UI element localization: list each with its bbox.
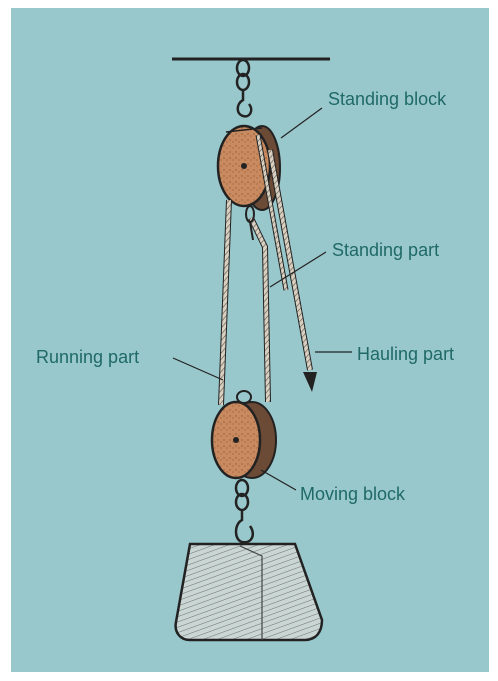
rope-hauling-part xyxy=(270,150,310,370)
bottom-hook xyxy=(236,480,253,542)
hauling-arrow xyxy=(303,372,317,392)
leader-standing-block xyxy=(281,108,322,138)
weight-block xyxy=(176,544,322,640)
rope-standing-part xyxy=(251,218,268,402)
top-hook xyxy=(237,60,251,116)
rope-running-part xyxy=(221,200,229,405)
leader-moving-block xyxy=(261,470,296,490)
label-standing-part: Standing part xyxy=(332,240,439,260)
label-hauling-part: Hauling part xyxy=(357,344,454,364)
leader-running-part xyxy=(173,358,223,380)
label-standing-block: Standing block xyxy=(328,89,446,109)
label-running-part: Running part xyxy=(36,347,139,367)
label-moving-block: Moving block xyxy=(300,484,405,504)
